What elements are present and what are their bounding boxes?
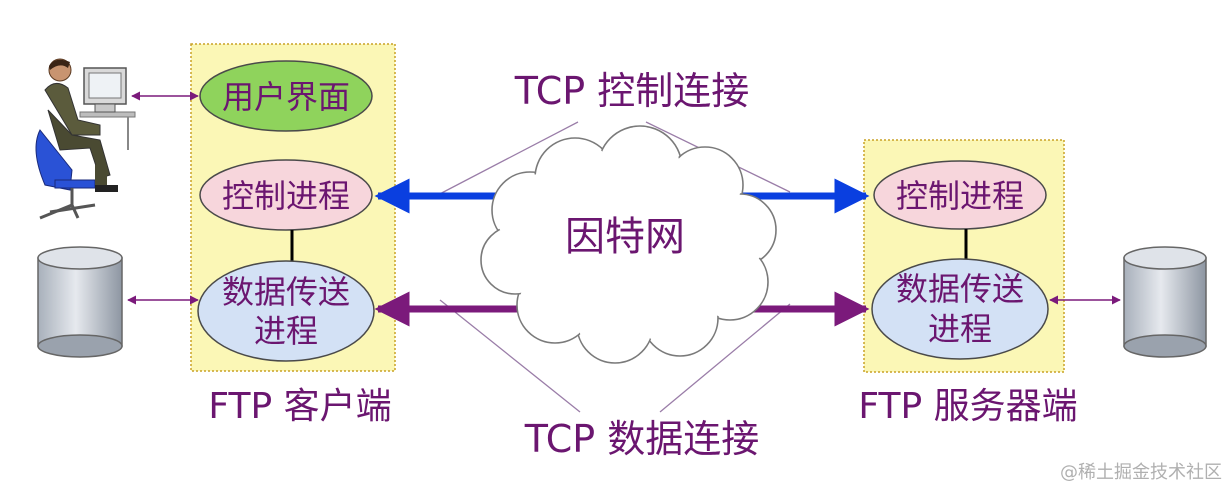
client-data-label-line2: 进程 <box>254 312 318 350</box>
server-data-label-line2: 进程 <box>928 310 992 348</box>
client-control-label: 控制进程 <box>222 177 350 215</box>
client-control-process <box>199 159 373 231</box>
client-ui-label: 用户界面 <box>222 78 350 116</box>
internet-cloud-inner <box>483 128 774 361</box>
internet-label: 因特网 <box>565 214 685 260</box>
watermark: @稀土掘金技术社区 <box>1060 462 1222 483</box>
tcp-control-connection-label: TCP 控制连接 <box>514 69 750 113</box>
tcp-data-connection-label: TCP 数据连接 <box>524 417 760 461</box>
server-storage-icon <box>1123 246 1207 358</box>
client-caption: FTP 客户端 <box>208 386 391 427</box>
client-data-label-line1: 数据传送 <box>222 273 350 311</box>
client-ui-ellipse <box>199 60 373 132</box>
client-data-process <box>197 260 375 362</box>
user-computer-icon <box>35 58 136 220</box>
server-data-process <box>871 258 1049 360</box>
control-label-line-left <box>431 121 579 199</box>
server-control-label: 控制进程 <box>896 177 1024 215</box>
server-data-label-line1: 数据传送 <box>896 270 1024 308</box>
data-label-line-right <box>659 303 791 413</box>
client-storage-icon <box>37 246 123 358</box>
data-label-line-left <box>439 299 581 413</box>
server-control-process <box>873 160 1047 230</box>
server-caption: FTP 服务器端 <box>858 386 1077 427</box>
